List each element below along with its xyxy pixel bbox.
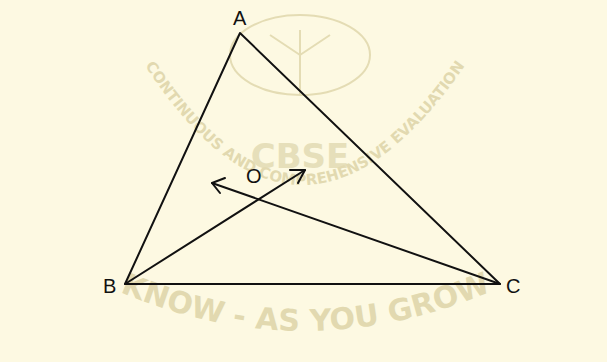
triangle [125,33,500,284]
svg-text:CONTINUOUS AND COMPREHENSIVE E: CONTINUOUS AND COMPREHENSIVE EVALUATION [142,58,469,190]
bisector-line [125,170,305,284]
vertex-label: C [506,276,520,296]
arrow-head [212,178,225,193]
watermark-logo [230,15,370,95]
vertex-label: B [103,276,116,296]
watermark-text: KNOW - AS YOU GROW [117,265,494,338]
vertex-label: A [233,8,246,28]
svg-text:KNOW - AS YOU GROW: KNOW - AS YOU GROW [117,265,494,338]
bisector-line [212,183,500,284]
point-label: O [246,166,262,186]
arrow-head [290,170,305,183]
watermark-text: CONTINUOUS AND COMPREHENSIVE EVALUATION [142,58,469,190]
